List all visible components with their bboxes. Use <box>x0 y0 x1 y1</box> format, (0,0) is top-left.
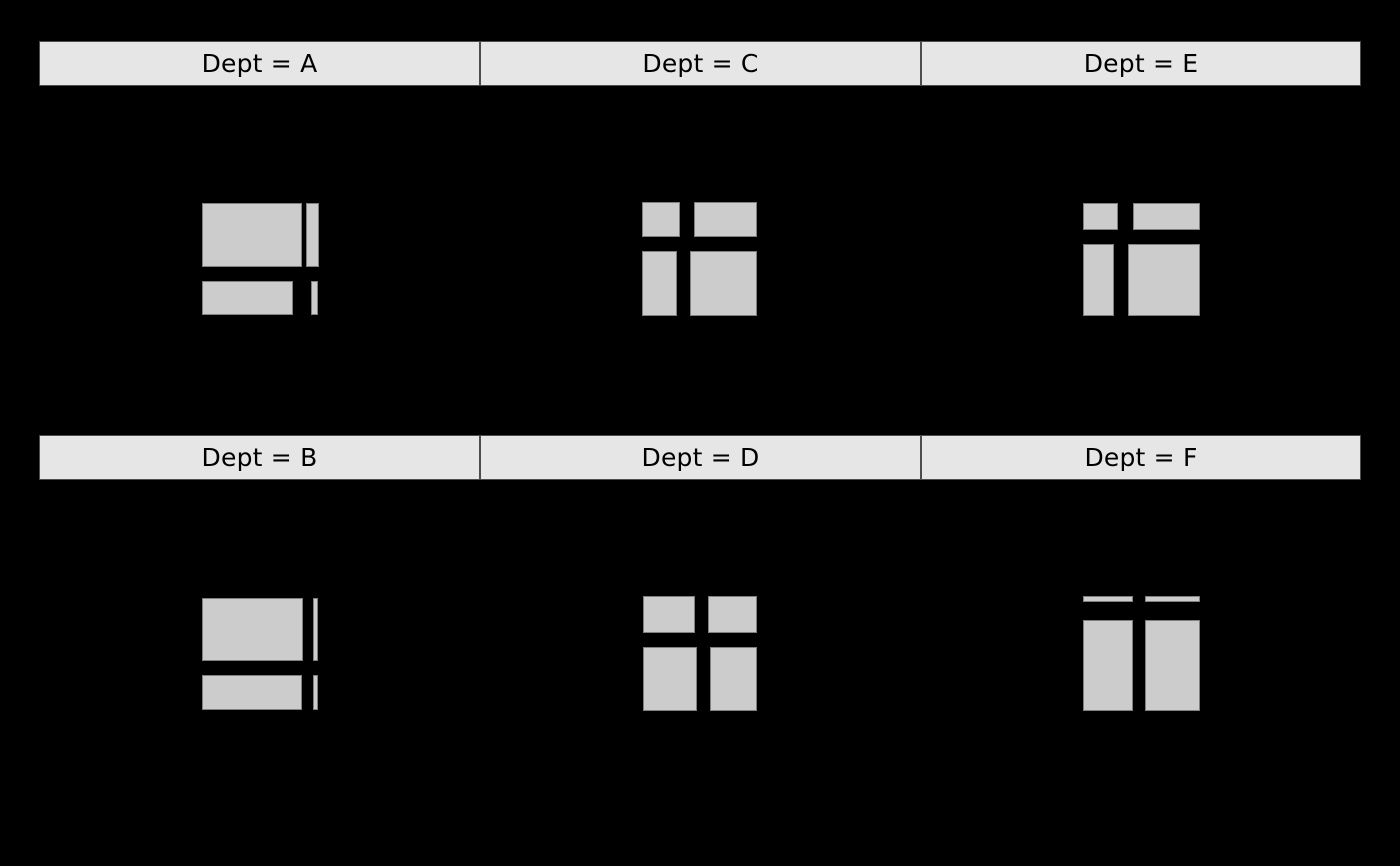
strip-label-text: Dept = F <box>1084 443 1198 472</box>
tile-b-1 <box>202 598 303 661</box>
tile-e-4 <box>1128 244 1200 316</box>
strip-label-text: Dept = D <box>641 443 760 472</box>
tile-d-2 <box>708 596 757 633</box>
tile-d-1 <box>643 596 695 633</box>
strip-header-panel-c: Dept = C <box>480 41 921 86</box>
tile-b-4 <box>313 675 318 710</box>
tile-c-2 <box>694 202 757 237</box>
tile-e-2 <box>1133 203 1200 230</box>
tile-f-4 <box>1145 620 1200 711</box>
strip-header-panel-f: Dept = F <box>921 435 1361 480</box>
panel-region-panel-d <box>480 480 921 810</box>
tile-f-1 <box>1083 596 1133 602</box>
tile-e-1 <box>1083 203 1118 230</box>
strip-label-text: Dept = E <box>1083 49 1199 78</box>
tile-d-4 <box>710 647 757 711</box>
tile-a-1 <box>202 203 302 267</box>
panel-region-panel-f <box>921 480 1361 810</box>
tile-b-3 <box>202 675 302 710</box>
tile-d-3 <box>643 647 697 711</box>
tile-f-2 <box>1145 596 1200 602</box>
tile-f-3 <box>1083 620 1133 711</box>
strip-header-panel-a: Dept = A <box>39 41 480 86</box>
strip-header-panel-e: Dept = E <box>921 41 1361 86</box>
tile-c-3 <box>642 251 677 316</box>
tile-b-2 <box>313 598 318 661</box>
strip-label-text: Dept = A <box>201 49 318 78</box>
tile-c-1 <box>642 202 680 237</box>
strip-label-text: Dept = C <box>642 49 759 78</box>
tile-a-4 <box>311 281 318 315</box>
strip-label-text: Dept = B <box>201 443 318 472</box>
strip-header-panel-d: Dept = D <box>480 435 921 480</box>
tile-a-2 <box>306 203 319 267</box>
tile-e-3 <box>1083 244 1114 316</box>
tile-c-4 <box>690 251 757 316</box>
tile-a-3 <box>202 281 293 315</box>
strip-header-panel-b: Dept = B <box>39 435 480 480</box>
